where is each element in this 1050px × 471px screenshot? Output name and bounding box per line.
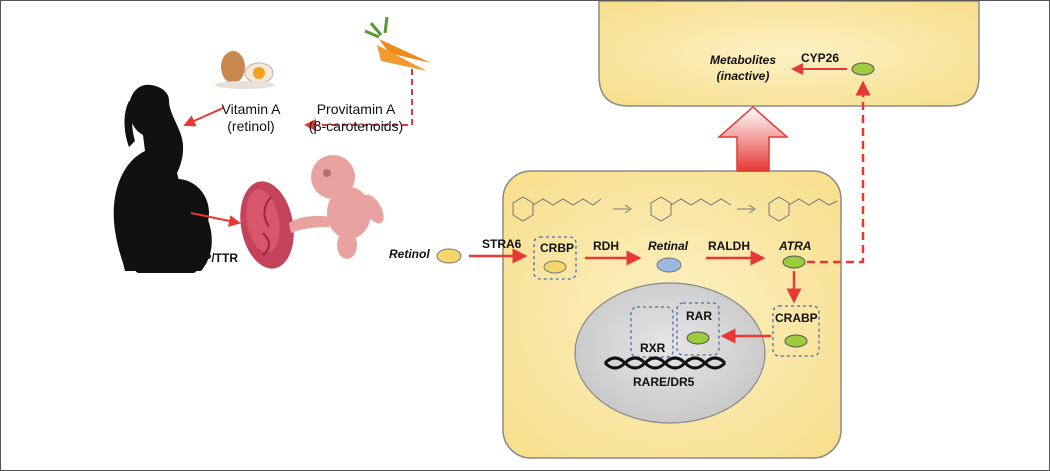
atra-label: ATRA (779, 239, 812, 253)
crabp-box (772, 305, 820, 357)
rdh-label: RDH (593, 239, 619, 253)
rar-label: RAR (686, 309, 712, 323)
crbp-retinol (543, 260, 567, 274)
stra6-label: STRA6 (482, 237, 522, 251)
crabp-atra (784, 334, 808, 348)
placenta-icon (240, 181, 294, 269)
retinol-label: Retinol (389, 247, 430, 261)
vitamin-a-label: Vitamin A (221, 101, 281, 117)
raldh-label: RALDH (708, 239, 750, 253)
nucleus (574, 282, 766, 424)
chemical-structure-icon (512, 196, 838, 222)
secretion-arrow (717, 105, 789, 172)
retinol-molecule (436, 248, 462, 264)
egg-icon (215, 51, 275, 89)
atra-molecule (782, 255, 806, 269)
provitamin-a-label: Provitamin A (316, 101, 396, 117)
metabolites-sublabel: (inactive) (716, 69, 770, 83)
provitamin-conversion-arrow (304, 69, 413, 131)
maternal-transfer-arrow (190, 212, 241, 227)
rar-box (676, 302, 720, 356)
cyp26-atra (851, 62, 875, 76)
pregnant-woman-silhouette (113, 84, 212, 273)
rxr-label: RXR (640, 341, 666, 355)
rare-dr5-label: RARE/DR5 (633, 375, 695, 389)
crabp-label: CRABP (775, 311, 818, 325)
crbp-box (533, 236, 577, 280)
upper-cell (598, 1, 980, 107)
rar-atra (686, 331, 710, 345)
cyp26-label: CYP26 (801, 51, 840, 65)
vitamin-a-intake-arrow (183, 107, 224, 127)
metabolites-label: Metabolites (709, 53, 776, 67)
provitamin-a-sublabel: (β-carotenoids) (308, 118, 404, 134)
rxr-box (630, 306, 674, 358)
retinal-label: Retinal (648, 239, 689, 253)
dna-helix-icon (603, 356, 727, 370)
rbp-ttr-label: RBP/TTR (186, 251, 238, 265)
carrot-icon (364, 16, 431, 71)
fetus-icon (289, 155, 384, 259)
atra-to-cyp26-path (807, 80, 871, 264)
retinal-molecule (656, 257, 682, 273)
vitamin-a-sublabel: (retinol) (227, 118, 275, 134)
crbp-label: CRBP (540, 241, 575, 255)
